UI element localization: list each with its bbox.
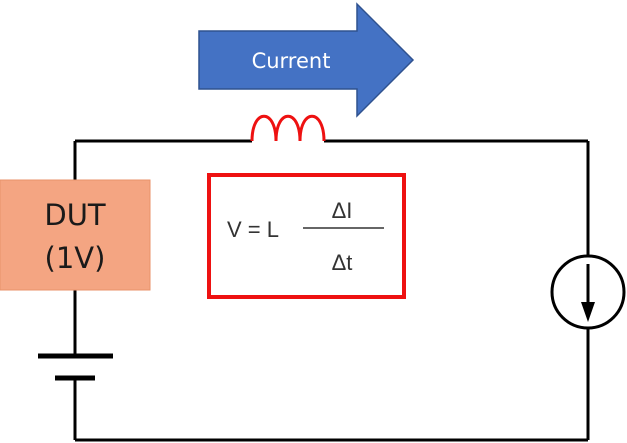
right-arrow-icon [198,2,415,118]
dut-voltage: (1V) [45,241,106,275]
current-source-icon [550,254,626,330]
formula-box [207,173,406,299]
current-source-arrow-head [581,302,595,322]
dut-title: DUT [44,198,106,232]
current-arrow: Current [198,2,415,118]
formula-block: V = L ΔI Δt [207,173,406,299]
inductor-coil-icon [250,114,326,142]
dut-block: DUT (1V) [0,179,151,291]
circuit-wires [73,139,590,442]
battery-icon [38,353,113,381]
current-label: Current [252,49,331,73]
formula-denominator: Δt [332,250,353,275]
formula-numerator: ΔI [332,198,353,223]
dut-box [0,179,151,291]
formula-lhs: V = L [227,217,279,242]
